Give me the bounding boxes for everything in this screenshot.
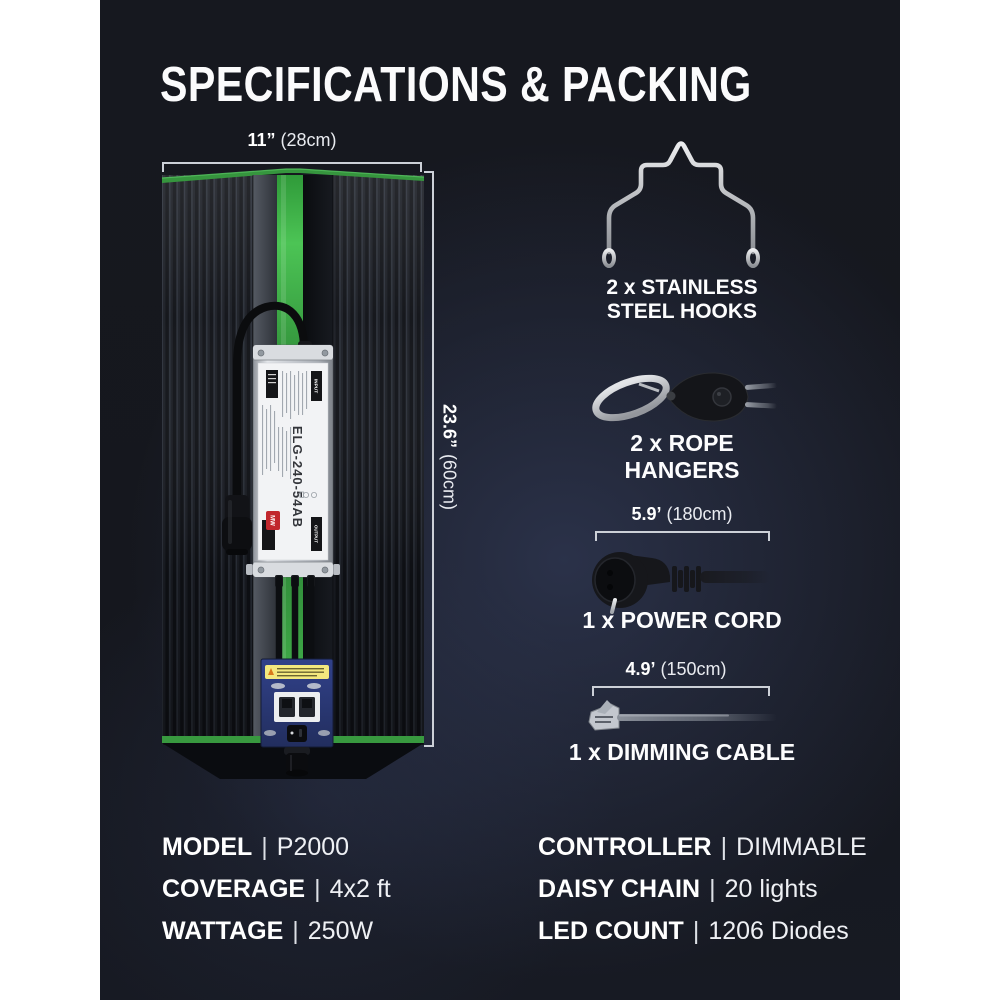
controller-box: [260, 658, 334, 748]
page-title: SPECIFICATIONS & PACKING: [160, 58, 752, 112]
dimming-cable-length-imperial: 4.9’: [625, 659, 656, 679]
spec-row-coverage: COVERAGE|4x2 ft: [162, 875, 391, 903]
driver-cables: [275, 575, 315, 669]
power-cord-length: 5.9’ (180cm): [582, 504, 782, 525]
power-cord-length-imperial: 5.9’: [631, 504, 662, 524]
spec-row-led-count: LED COUNT|1206 Diodes: [538, 917, 849, 945]
hooks-label: 2 x STAINLESS STEEL HOOKS: [582, 276, 782, 324]
specs-right-column: CONTROLLER|DIMMABLE DAISY CHAIN|20 light…: [538, 826, 867, 952]
dimming-cable-label: 1 x DIMMING CABLE: [568, 739, 796, 765]
spec-row-daisy-chain: DAISY CHAIN|20 lights: [538, 875, 818, 903]
height-dimension-bracket: [424, 171, 434, 747]
driver-label: INPUT OUTPUT MW ELG-240-54AB: [257, 362, 329, 561]
dark-backdrop: SPECIFICATIONS & PACKING 11” (28cm) 23.6…: [100, 0, 900, 1000]
spec-row-controller: CONTROLLER|DIMMABLE: [538, 833, 867, 861]
dim-switch: [287, 725, 307, 742]
input-cable: [222, 301, 308, 555]
meanwell-logo-text: MW: [269, 515, 275, 526]
specs-left-column: MODEL|P2000 COVERAGE|4x2 ft WATTAGE|250W: [162, 826, 391, 952]
width-imperial: 11”: [247, 130, 276, 150]
stainless-hook-icon: [602, 141, 760, 268]
spec-row-wattage: WATTAGE|250W: [162, 917, 374, 945]
dimming-cable-bracket: [592, 686, 770, 696]
green-top-edge: [162, 169, 424, 183]
driver-output-text: OUTPUT: [314, 525, 319, 543]
led-driver: INPUT OUTPUT MW ELG-240-54AB: [246, 341, 340, 578]
height-metric: (60cm): [439, 453, 460, 510]
hooks-label-line2: STEEL HOOKS: [606, 300, 758, 323]
spec-row-model: MODEL|P2000: [162, 833, 350, 861]
width-metric: (28cm): [280, 130, 337, 150]
dimming-cable-icon: [588, 700, 777, 731]
power-cord-label: 1 x POWER CORD: [582, 607, 782, 633]
hooks-label-line1: 2 x STAINLESS: [606, 276, 758, 299]
height-dimension-label: 23.6” (60cm): [436, 171, 462, 743]
dimming-cable-length-metric: (150cm): [660, 659, 727, 679]
power-cord-length-metric: (180cm): [666, 504, 733, 524]
driver-model-text: ELG-240-54AB: [290, 426, 305, 528]
rope-hanger-icon: [592, 372, 777, 422]
width-dimension-label: 11” (28cm): [162, 130, 422, 151]
bottom-connector: [284, 747, 310, 777]
rope-hangers-label: 2 x ROPE HANGERS: [624, 430, 740, 483]
meanwell-logo: [266, 511, 280, 530]
height-imperial: 23.6”: [439, 404, 460, 449]
dimming-cable-length: 4.9’ (150cm): [576, 659, 776, 680]
power-cord-bracket: [595, 531, 770, 541]
grow-light-image: INPUT OUTPUT MW ELG-240-54AB: [161, 168, 425, 779]
power-cord-icon: [592, 552, 770, 614]
driver-input-text: INPUT: [313, 379, 319, 393]
width-dimension-bracket: [162, 162, 422, 172]
